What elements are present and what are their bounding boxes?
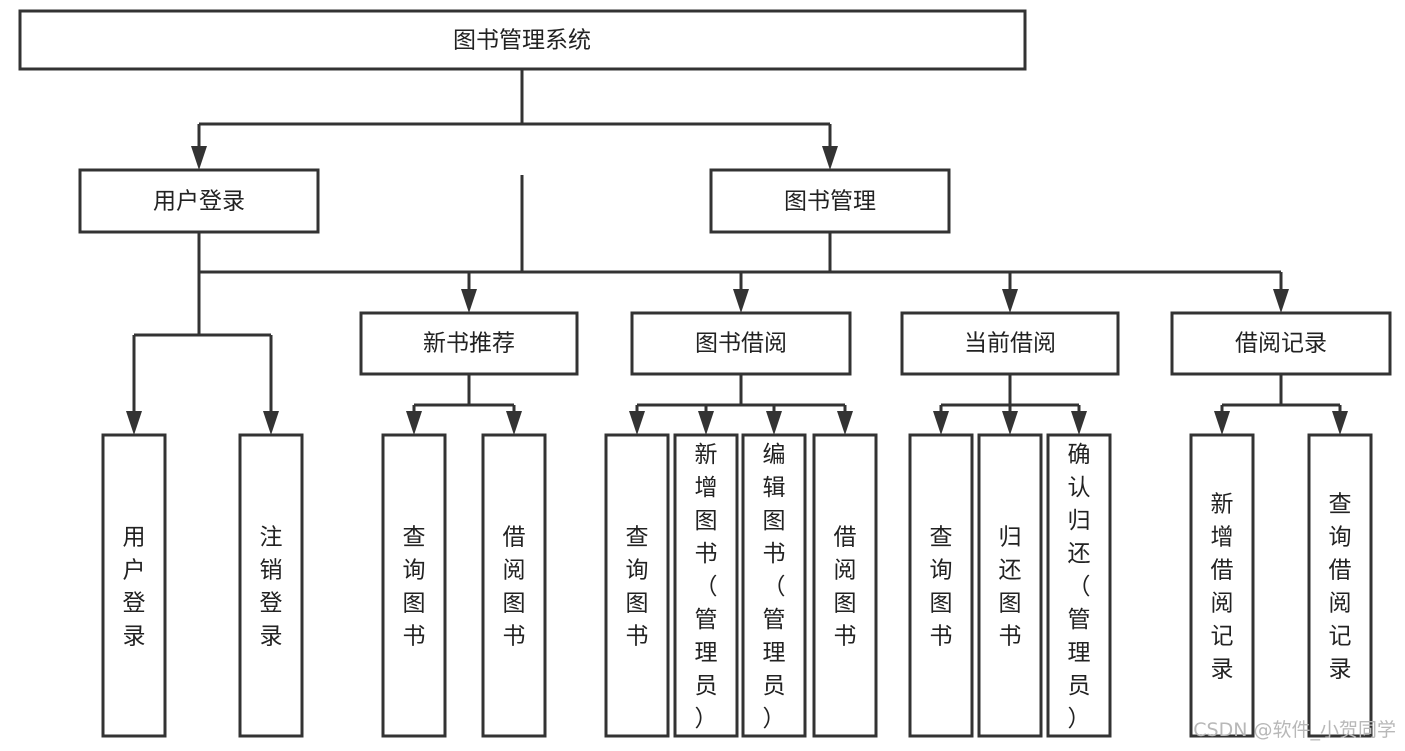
node-borrow-record-label: 借阅记录: [1235, 331, 1327, 357]
node-leaf-user-login-box[interactable]: [101, 433, 167, 738]
node-current-borrow-label: 当前借阅: [964, 331, 1056, 357]
node-leaf-borrow-book-2-box[interactable]: [812, 433, 878, 738]
node-leaf-user-logout-box[interactable]: [238, 433, 304, 738]
connector-layer: [126, 69, 1348, 435]
node-leaf-query-book-2-box[interactable]: [604, 433, 670, 738]
node-leaf-edit-book[interactable]: 编辑图书（管理员）: [741, 433, 807, 738]
node-leaf-return-book[interactable]: 归还图书: [977, 433, 1043, 738]
node-book-borrow-label: 图书借阅: [695, 331, 787, 357]
node-current-borrow[interactable]: 当前借阅: [900, 311, 1120, 376]
node-book-borrow[interactable]: 图书借阅: [630, 311, 852, 376]
node-leaf-confirm-return-label: 确认归还（管理员）: [1068, 442, 1091, 732]
node-leaf-borrow-book-1[interactable]: 借阅图书: [481, 433, 547, 738]
node-leaf-borrow-book-1-box[interactable]: [481, 433, 547, 738]
node-leaf-query-book-3-label: 查询图书: [930, 525, 953, 650]
leaf-nodes: 用户登录 注销登录 查询图书 借阅图书 查询图书 新增图书（管理员） 编辑图书（…: [101, 433, 1373, 738]
node-leaf-user-logout[interactable]: 注销登录: [238, 433, 304, 738]
node-borrow-record[interactable]: 借阅记录: [1170, 311, 1392, 376]
node-leaf-query-book-2-label: 查询图书: [626, 525, 649, 650]
node-new-book-recommend[interactable]: 新书推荐: [359, 311, 579, 376]
node-leaf-edit-book-label: 编辑图书（管理员）: [763, 442, 786, 732]
node-root-box[interactable]: [18, 9, 1027, 71]
node-leaf-query-book-1[interactable]: 查询图书: [381, 433, 447, 738]
node-leaf-confirm-return-box[interactable]: [1046, 433, 1112, 738]
node-leaf-query-book-2[interactable]: 查询图书: [604, 433, 670, 738]
node-leaf-query-book-3[interactable]: 查询图书: [908, 433, 974, 738]
node-leaf-add-record[interactable]: 新增借阅记录: [1189, 433, 1255, 738]
node-new-book-recommend-label: 新书推荐: [423, 331, 515, 357]
node-user-login-box[interactable]: [78, 168, 320, 234]
node-book-management-box[interactable]: [709, 168, 951, 234]
node-leaf-borrow-book-2[interactable]: 借阅图书: [812, 433, 878, 738]
node-leaf-confirm-return[interactable]: 确认归还（管理员）: [1046, 433, 1112, 738]
node-leaf-query-record-box[interactable]: [1307, 433, 1373, 738]
node-leaf-borrow-book-1-label: 借阅图书: [503, 525, 526, 650]
node-leaf-return-book-label: 归还图书: [999, 525, 1022, 650]
node-current-borrow-box[interactable]: [900, 311, 1120, 376]
node-leaf-add-book-label: 新增图书（管理员）: [695, 442, 718, 732]
node-leaf-borrow-book-2-label: 借阅图书: [834, 525, 857, 650]
node-leaf-query-record[interactable]: 查询借阅记录: [1307, 433, 1373, 738]
node-user-login-label: 用户登录: [153, 189, 245, 215]
node-leaf-edit-book-box[interactable]: [741, 433, 807, 738]
node-borrow-record-box[interactable]: [1170, 311, 1392, 376]
node-book-management-label: 图书管理: [784, 189, 876, 215]
node-book-management[interactable]: 图书管理: [709, 168, 951, 234]
node-leaf-query-book-3-box[interactable]: [908, 433, 974, 738]
node-leaf-query-book-1-label: 查询图书: [403, 525, 426, 650]
node-leaf-add-book-box[interactable]: [673, 433, 739, 738]
watermark-label: CSDN @软件_小贺同学: [1193, 719, 1396, 741]
node-leaf-add-record-box[interactable]: [1189, 433, 1255, 738]
node-leaf-add-book[interactable]: 新增图书（管理员）: [673, 433, 739, 738]
node-leaf-return-book-box[interactable]: [977, 433, 1043, 738]
node-leaf-user-login[interactable]: 用户登录: [101, 433, 167, 738]
node-leaf-query-book-1-box[interactable]: [381, 433, 447, 738]
node-leaf-user-logout-label: 注销登录: [260, 525, 283, 650]
node-leaf-user-login-label: 用户登录: [123, 525, 146, 650]
node-leaf-query-record-label: 查询借阅记录: [1329, 492, 1352, 683]
node-leaf-add-record-label: 新增借阅记录: [1211, 492, 1234, 683]
node-book-borrow-box[interactable]: [630, 311, 852, 376]
node-user-login[interactable]: 用户登录: [78, 168, 320, 234]
node-root[interactable]: 图书管理系统: [18, 9, 1027, 71]
node-new-book-recommend-box[interactable]: [359, 311, 579, 376]
node-root-label: 图书管理系统: [453, 28, 591, 54]
